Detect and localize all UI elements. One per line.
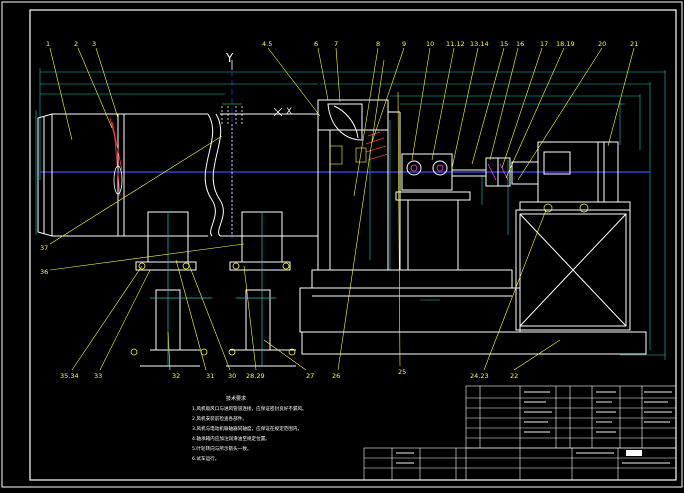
callout-27: 27 [306,372,314,380]
housing-label-plate [329,145,343,165]
dimension-lines [35,68,666,360]
callout-37: 37 [40,244,48,252]
callout-11-12: 11.12 [446,40,465,48]
stand-pillars [150,212,276,366]
note-6: 6.试车运行。 [192,455,219,462]
callout-labels: 1 2 3 4.5 6 7 8 9 10 11.12 13.14 15 16 1… [40,40,638,380]
callout-17: 17 [540,40,548,48]
note-3: 3.风机与电动机联轴器同轴度，应保证在规定范围内。 [192,425,302,432]
callout-24-23: 24.23 [470,372,489,380]
base-frame [299,269,647,355]
leader-lines [49,47,635,371]
callout-36: 36 [40,268,48,276]
callout-2: 2 [74,40,78,48]
title-block [363,385,677,481]
note-1: 1.风机吸风口与进风管道连接，应保证密封良好不漏风。 [192,405,307,412]
bearing-box [395,153,486,271]
motor-stand [515,209,631,331]
motor-feet [543,203,589,213]
callout-26: 26 [332,372,340,380]
callout-21: 21 [630,40,638,48]
coupling [485,157,511,187]
callout-18-19: 18.19 [556,40,575,48]
fan-housing [317,99,401,271]
callout-3: 3 [92,40,96,48]
callout-7: 7 [334,40,338,48]
callout-33: 33 [94,372,102,380]
shaft-plate [355,147,367,163]
inner-frame [29,9,677,481]
inlet-damper [113,165,123,195]
note-5: 5.叶轮转向与所示箭头一致。 [192,445,252,452]
callout-22: 22 [510,372,518,380]
left-stands [135,211,296,367]
motor [511,141,631,211]
intake-duct [37,100,319,240]
callout-16: 16 [516,40,524,48]
coupling-hatch [487,163,509,181]
axis-y-label: Y [225,51,234,65]
callout-4-5: 4.5 [262,40,272,48]
notes-title: 技术要求 [226,395,246,402]
callout-31: 31 [206,372,214,380]
note-4: 4.轴承箱内应加注润滑油至规定位置。 [192,435,270,442]
callout-8: 8 [376,40,380,48]
title-block-text-marks [396,391,672,464]
title-block-logo [626,450,642,456]
flange-bolts [221,106,243,236]
callout-9: 9 [402,40,406,48]
callout-32: 32 [172,372,180,380]
callout-10: 10 [426,40,434,48]
bearing-hatch [410,164,444,172]
callout-1: 1 [46,40,50,48]
axis-x-label: X [286,107,292,117]
note-2: 2.风机安装前检查各部件。 [192,415,247,422]
axis-markers [231,60,283,117]
technical-notes: 技术要求 1.风机吸风口与进风管道连接，应保证密封良好不漏风。 2.风机安装前检… [192,395,307,462]
callout-30: 30 [228,372,236,380]
callout-28-29: 28.29 [246,372,265,380]
callout-13-14: 13.14 [470,40,489,48]
impeller-hatch [365,131,389,161]
callout-15: 15 [500,40,508,48]
callout-20: 20 [598,40,606,48]
callout-35-34: 35.34 [60,372,79,380]
callout-25: 25 [398,368,406,376]
inlet-hatch [109,117,123,197]
callout-6: 6 [314,40,318,48]
